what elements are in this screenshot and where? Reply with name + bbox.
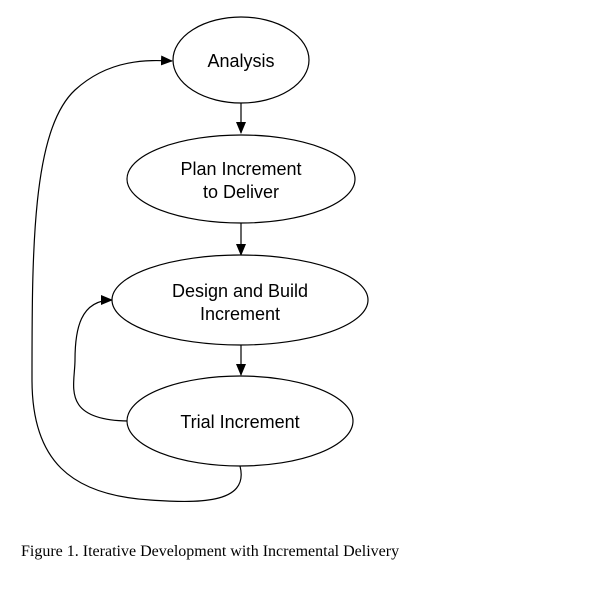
node-analysis-ellipse — [172, 16, 310, 104]
edge-trial-to-design-loop — [73, 295, 129, 422]
node-plan-increment-label-line-2: to Deliver — [203, 182, 279, 202]
edge-trial-to-analysis-loop — [31, 55, 242, 503]
node-trial-increment: Trial Increment — [126, 375, 354, 467]
node-design-build: Design and Build Increment — [111, 254, 369, 346]
node-plan-increment-label-line-1: Plan Increment — [180, 159, 301, 179]
figure-caption: Figure 1. Iterative Development with Inc… — [21, 543, 400, 560]
node-plan-increment: Plan Increment to Deliver — [126, 134, 356, 224]
node-design-build-ellipse — [111, 254, 369, 346]
node-analysis: Analysis — [172, 16, 310, 104]
node-plan-increment-ellipse — [126, 134, 356, 224]
node-trial-increment-ellipse — [126, 375, 354, 467]
node-analysis-label: Analysis — [207, 51, 274, 71]
node-design-build-label-line-1: Design and Build — [172, 281, 308, 301]
node-design-build-label-line-2: Increment — [200, 304, 280, 324]
node-trial-increment-label: Trial Increment — [180, 412, 299, 432]
